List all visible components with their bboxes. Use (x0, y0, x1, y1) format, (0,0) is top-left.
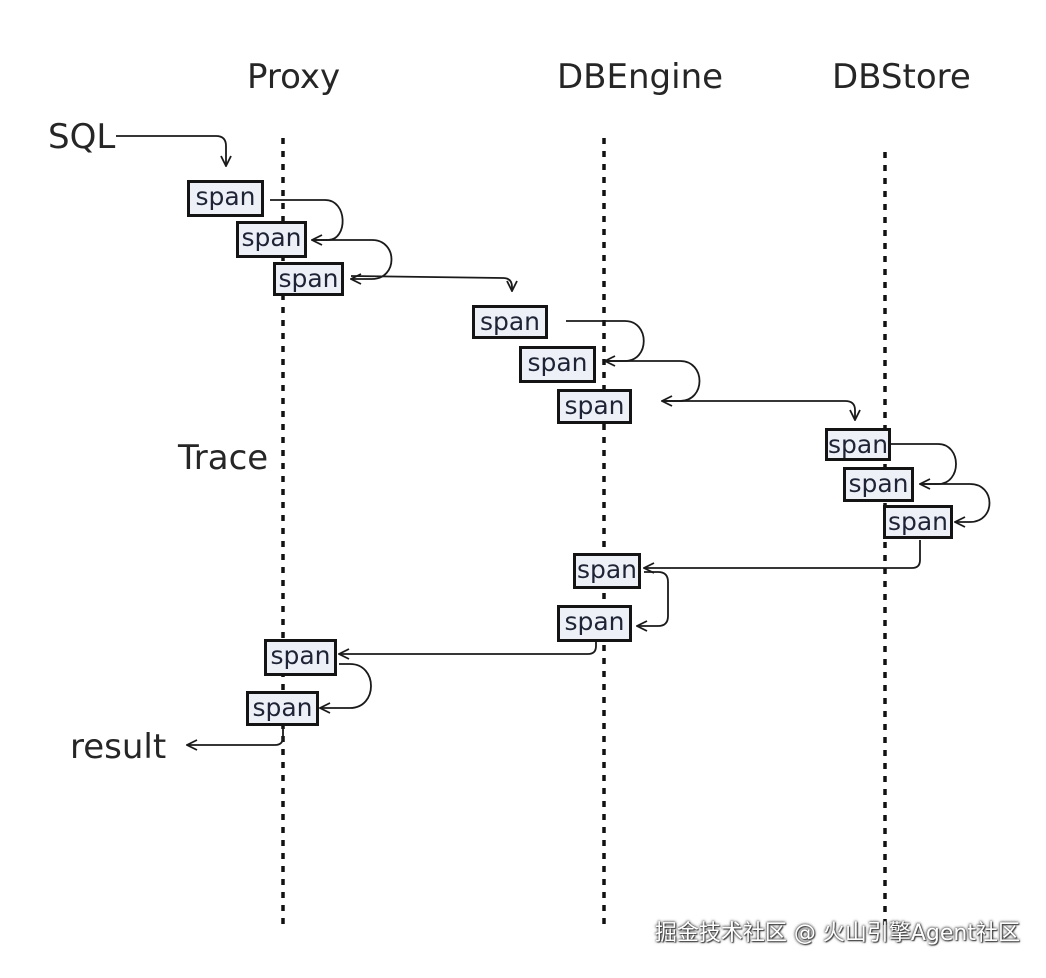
result-arrow (187, 727, 284, 745)
store-span-3: span (883, 505, 953, 539)
proxy-to-engine (350, 275, 512, 291)
trace-label: Trace (178, 438, 269, 478)
sql-label: SQL (48, 117, 116, 157)
proxy-span-4: span (264, 639, 337, 676)
watermark: 掘金技术社区 @ 火山引擎Agent社区 (654, 921, 1020, 946)
dbengine-title: DBEngine (557, 57, 724, 97)
result-label: result (70, 727, 167, 767)
proxy-span-2: span (236, 221, 307, 258)
store-span-2: span (843, 467, 914, 502)
engine-span-4: span (573, 553, 641, 589)
store-to-engine (644, 540, 921, 568)
proxy-span-3: span (273, 262, 344, 296)
engine-span-2: span (519, 346, 596, 383)
engine-return-call (637, 571, 669, 626)
proxy-span-1: span (187, 180, 264, 217)
proxy-span-5: span (246, 691, 319, 726)
engine-to-proxy (339, 640, 597, 654)
engine-span-3: span (557, 389, 632, 424)
engine-span-5: span (557, 605, 632, 642)
store-call-2 (920, 483, 991, 522)
dbstore-title: DBStore (832, 57, 971, 97)
proxy-return-call (320, 663, 372, 708)
proxy-call-2 (312, 239, 393, 279)
proxy-title: Proxy (247, 57, 341, 97)
engine-to-store (662, 400, 855, 420)
sql-arrow (116, 135, 226, 166)
store-span-1: span (825, 428, 891, 461)
engine-span-1: span (472, 305, 548, 339)
